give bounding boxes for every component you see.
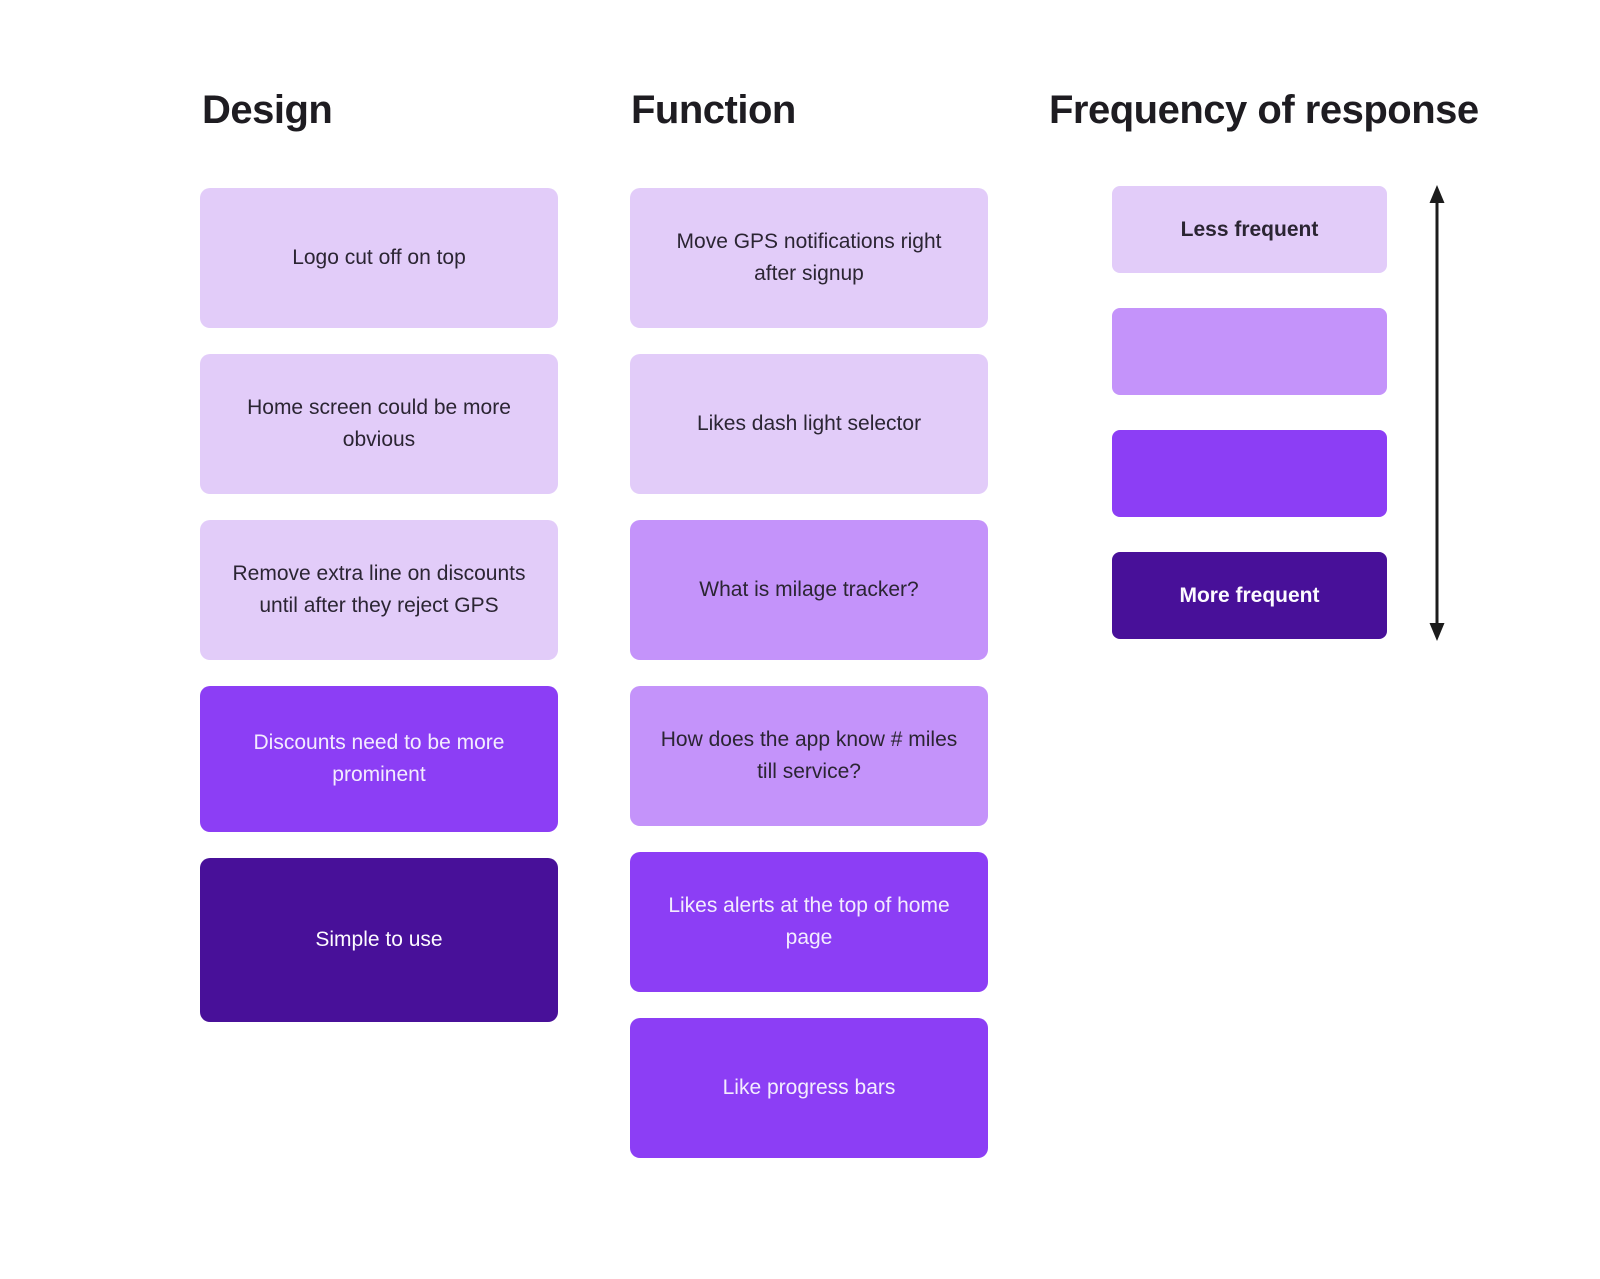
note-label: Less frequent — [1180, 217, 1319, 241]
note-label: Home screen could be more obvious — [247, 396, 511, 451]
design-note-simple-to-use[interactable]: Simple to use — [200, 858, 558, 1022]
note-label: Likes alerts at the top of home page — [668, 894, 950, 949]
design-note-logo-cut-off[interactable]: Logo cut off on top — [200, 188, 558, 328]
note-label: What is milage tracker? — [699, 578, 919, 601]
frequency-swatch-less-frequent[interactable]: Less frequent — [1112, 186, 1387, 273]
note-label: Logo cut off on top — [292, 246, 466, 269]
function-note-alerts-top-home[interactable]: Likes alerts at the top of home page — [630, 852, 988, 992]
function-note-gps-notifications[interactable]: Move GPS notifications right after signu… — [630, 188, 988, 328]
note-label: Simple to use — [315, 928, 443, 951]
frequency-swatch-3[interactable] — [1112, 430, 1387, 517]
note-label: Remove extra line on discounts until aft… — [232, 562, 526, 617]
column-title-frequency: Frequency of response — [1049, 88, 1479, 132]
function-note-miles-till-service[interactable]: How does the app know # miles till servi… — [630, 686, 988, 826]
design-note-discounts-prominent[interactable]: Discounts need to be more prominent — [200, 686, 558, 832]
function-note-progress-bars[interactable]: Like progress bars — [630, 1018, 988, 1158]
note-label: Discounts need to be more prominent — [253, 731, 505, 786]
column-title-function: Function — [631, 88, 796, 132]
function-note-dash-light-selector[interactable]: Likes dash light selector — [630, 354, 988, 494]
design-column: Logo cut off on top Home screen could be… — [200, 188, 558, 1022]
frequency-column: Less frequent More frequent — [1112, 186, 1387, 639]
frequency-swatch-more-frequent[interactable]: More frequent — [1112, 552, 1387, 639]
note-label: Move GPS notifications right after signu… — [676, 230, 942, 285]
note-label: More frequent — [1179, 583, 1320, 607]
design-note-home-screen[interactable]: Home screen could be more obvious — [200, 354, 558, 494]
function-column: Move GPS notifications right after signu… — [630, 188, 988, 1158]
design-note-remove-extra-line[interactable]: Remove extra line on discounts until aft… — [200, 520, 558, 660]
note-label: How does the app know # miles till servi… — [660, 728, 958, 783]
frequency-swatch-2[interactable] — [1112, 308, 1387, 395]
note-label: Likes dash light selector — [696, 412, 922, 435]
frequency-axis-arrow-icon — [1429, 185, 1445, 641]
function-note-milage-tracker[interactable]: What is milage tracker? — [630, 520, 988, 660]
column-title-design: Design — [202, 88, 333, 132]
note-label: Like progress bars — [722, 1076, 896, 1099]
